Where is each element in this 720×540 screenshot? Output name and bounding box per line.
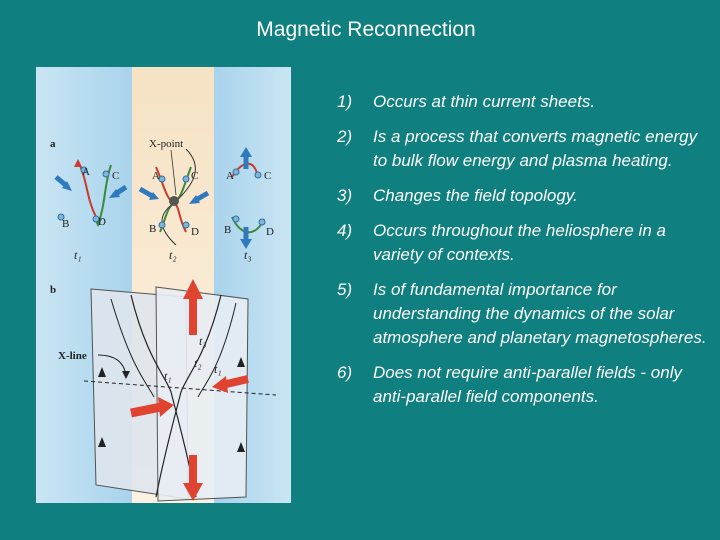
- point-a-t2: A: [152, 170, 160, 182]
- point-b-t1: B: [62, 218, 69, 230]
- list-item: 2)Is a process that converts magnetic en…: [337, 127, 698, 170]
- panel-b-sheets: X-line t₁ t₁ t₂ t₃: [58, 279, 277, 502]
- slide-title: Magnetic Reconnection: [256, 18, 476, 41]
- list-item: 4)Occurs throughout the heliosphere in a…: [337, 221, 666, 264]
- xline-label: X-line: [58, 350, 87, 362]
- time-label-t3: t₃: [244, 248, 252, 262]
- panel-a-label: a: [50, 138, 56, 150]
- panel-a-t2: A C B D t₂: [138, 148, 210, 262]
- panel-b-t1-left: t₁: [164, 369, 172, 383]
- reconnection-diagram: a X-point A C B D t₁: [36, 67, 291, 503]
- list-item: 6)Does not require anti-parallel fields …: [337, 363, 682, 406]
- panel-b-t2: t₂: [194, 356, 202, 370]
- reconnection-figure: a X-point A C B D t₁: [36, 67, 291, 503]
- point-b-t2: B: [149, 223, 156, 235]
- panel-a-t3: A C B D t₃: [224, 147, 274, 262]
- point-a-t3: A: [226, 170, 234, 182]
- panel-b-t3: t₃: [199, 334, 207, 348]
- list-item: 1)Occurs at thin current sheets.: [337, 92, 596, 111]
- time-label-t1: t₁: [74, 248, 82, 262]
- point-d-t1: D: [98, 216, 106, 228]
- point-c-t3: C: [264, 170, 271, 182]
- panel-b-t1-right: t₁: [214, 362, 222, 376]
- xpoint-label: X-point: [149, 138, 183, 150]
- list-item: 3)Changes the field topology.: [337, 186, 578, 205]
- panel-a-t1: A C B D t₁: [54, 159, 128, 262]
- point-d-t2: D: [191, 226, 199, 238]
- list-item: 5)Is of fundamental importance for under…: [337, 280, 707, 347]
- reconnection-points-list: 1)Occurs at thin current sheets. 2)Is a …: [337, 90, 712, 420]
- time-label-t2: t₂: [169, 248, 177, 262]
- point-b-t3: B: [224, 224, 231, 236]
- point-a-t1: A: [82, 166, 90, 178]
- panel-b-label: b: [50, 284, 56, 296]
- point-c-t2: C: [191, 170, 198, 182]
- point-c-t1: C: [112, 170, 119, 182]
- point-d-t3: D: [266, 226, 274, 238]
